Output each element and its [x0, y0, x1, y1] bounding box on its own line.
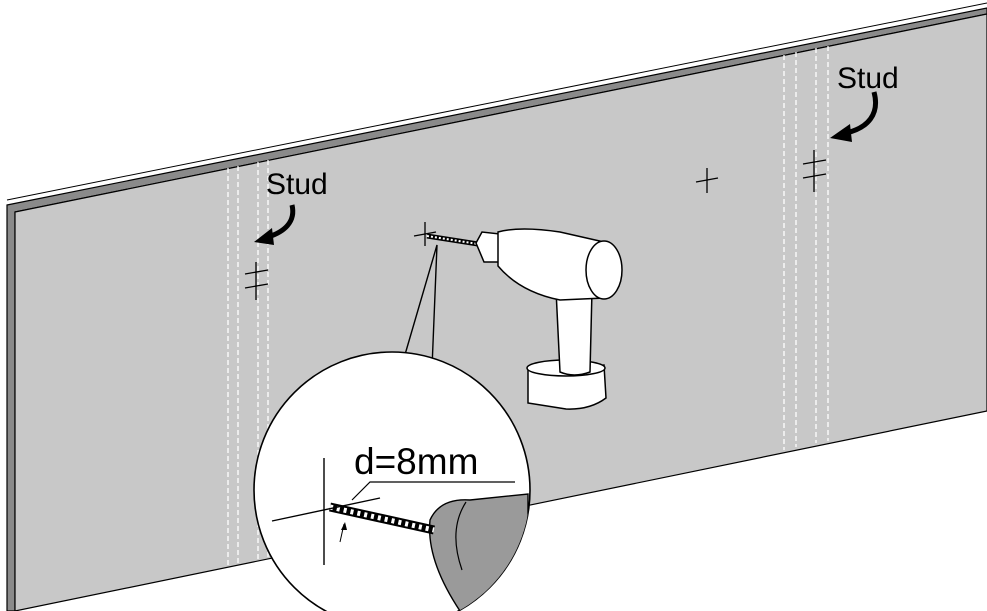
cross-mark-icon: [695, 168, 719, 193]
drill-diameter-label: d=8mm: [354, 441, 478, 482]
wall-top-edge: [6, 2, 987, 201]
cross-mark-icon: [244, 262, 269, 300]
dimension-leader: [351, 481, 515, 501]
cross-mark-icon: [413, 222, 437, 246]
zoom-drill-bit: [329, 502, 435, 535]
cross-mark-icon: [802, 150, 827, 192]
zoom-cross-horizontal: [271, 497, 381, 522]
stud-label-left: Stud: [266, 168, 328, 201]
stud-right-lines: [783, 46, 829, 450]
zoom-circle: d=8mm: [253, 351, 531, 611]
cross-marks: [244, 150, 827, 300]
curved-arrow-icon: [254, 204, 296, 245]
drill-bit: [426, 233, 479, 247]
drill-handle: [555, 289, 593, 376]
drill-body: [497, 228, 605, 301]
zoom-callout-pointer: [403, 244, 438, 369]
stud-label-right: Stud: [837, 62, 899, 95]
curved-arrow-icon: [830, 91, 878, 142]
drill-base: [527, 364, 607, 410]
drill: [426, 228, 623, 410]
